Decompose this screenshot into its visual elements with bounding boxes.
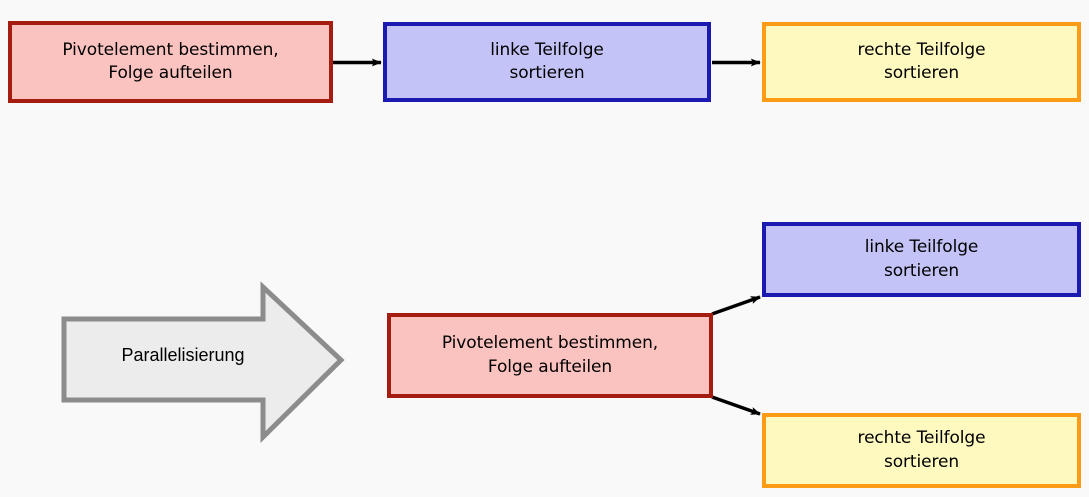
node-right-subsequence-sequential[interactable]: rechte Teilfolge sortieren [762, 22, 1081, 102]
node-label: Pivotelement bestimmen, Folge aufteilen [62, 39, 279, 83]
node-pivot-parallel[interactable]: Pivotelement bestimmen, Folge aufteilen [387, 313, 713, 398]
node-left-subsequence-parallel[interactable]: linke Teilfolge sortieren [762, 222, 1081, 297]
node-label: linke Teilfolge sortieren [490, 39, 604, 83]
connector-pivot-to-left-par [711, 295, 761, 316]
node-label: rechte Teilfolge sortieren [857, 428, 986, 472]
node-pivot-sequential[interactable]: Pivotelement bestimmen, Folge aufteilen [8, 21, 333, 103]
node-left-subsequence-sequential[interactable]: linke Teilfolge sortieren [383, 22, 711, 102]
node-right-subsequence-parallel[interactable]: rechte Teilfolge sortieren [762, 413, 1081, 488]
connector-pivot-to-right-par [711, 395, 761, 416]
parallelisierung-label: Parallelisierung [121, 345, 245, 365]
node-label: rechte Teilfolge sortieren [857, 39, 986, 83]
node-label: linke Teilfolge sortieren [864, 237, 979, 281]
node-label: Pivotelement bestimmen, Folge aufteilen [441, 333, 659, 377]
